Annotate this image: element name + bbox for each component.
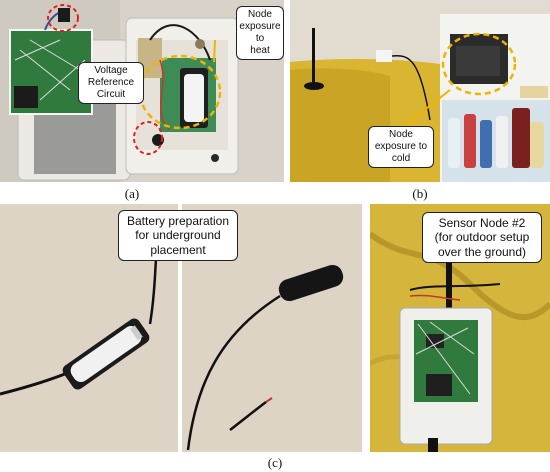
photo-c-sensor-node-2 [370, 204, 550, 452]
callout-sensor-node-2: Sensor Node #2 (for outdoor setup over t… [422, 212, 542, 264]
callout-voltage-reference: Voltage Reference Circuit [78, 62, 144, 104]
callout-node-heat: Node exposure to heat [236, 6, 284, 60]
callout-node-cold: Node exposure to cold [368, 126, 434, 168]
callout-battery-preparation: Battery preparation for underground plac… [118, 210, 238, 262]
caption-c: (c) [267, 455, 283, 470]
caption-b: (b) [412, 186, 428, 201]
caption-a: (a) [124, 186, 140, 201]
